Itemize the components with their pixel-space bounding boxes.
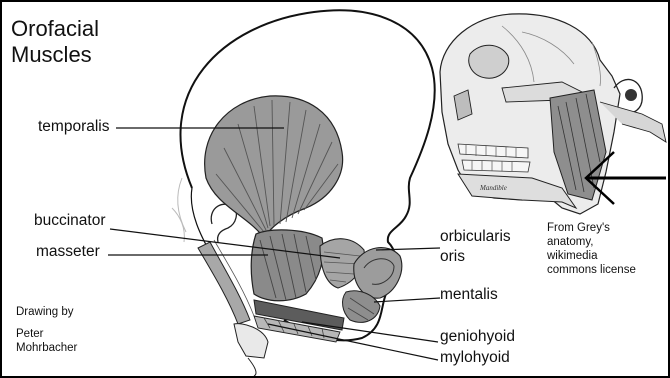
source-line-2: anatomy, bbox=[547, 235, 659, 249]
inset-mandible-label: Mandible bbox=[479, 184, 507, 192]
source-credit: From Grey's anatomy, wikimedia commons l… bbox=[547, 221, 659, 277]
drawing-credit: Drawing by Peter Mohrbacher bbox=[16, 305, 77, 355]
title-line-1: Orofacial bbox=[11, 16, 99, 42]
greys-anatomy-skull-inset bbox=[440, 14, 666, 214]
orbicularis-oris-muscle bbox=[354, 248, 402, 299]
masseter-muscle bbox=[251, 230, 323, 301]
credit-line-2: Peter bbox=[16, 327, 77, 341]
diagram-title: Orofacial Muscles bbox=[11, 16, 99, 68]
credit-line-3: Mohrbacher bbox=[16, 341, 77, 355]
label-orbicularis-line-2: oris bbox=[440, 248, 511, 266]
title-line-2: Muscles bbox=[11, 42, 99, 68]
label-orbicularis-line-1: orbicularis bbox=[440, 228, 511, 246]
label-buccinator: buccinator bbox=[34, 212, 106, 230]
source-line-4: commons license bbox=[547, 263, 659, 277]
source-line-1: From Grey's bbox=[547, 221, 659, 235]
temporalis-muscle bbox=[205, 96, 343, 238]
label-orbicularis-oris: orbicularis oris bbox=[440, 228, 511, 266]
label-masseter: masseter bbox=[36, 243, 100, 261]
label-temporalis: temporalis bbox=[38, 118, 110, 136]
label-mentalis: mentalis bbox=[440, 286, 498, 304]
label-mylohyoid: mylohyoid bbox=[440, 349, 510, 367]
source-line-3: wikimedia bbox=[547, 249, 659, 263]
credit-line-1: Drawing by bbox=[16, 305, 77, 319]
label-geniohyoid: geniohyoid bbox=[440, 328, 515, 346]
floor-of-mouth-muscles bbox=[254, 300, 344, 342]
